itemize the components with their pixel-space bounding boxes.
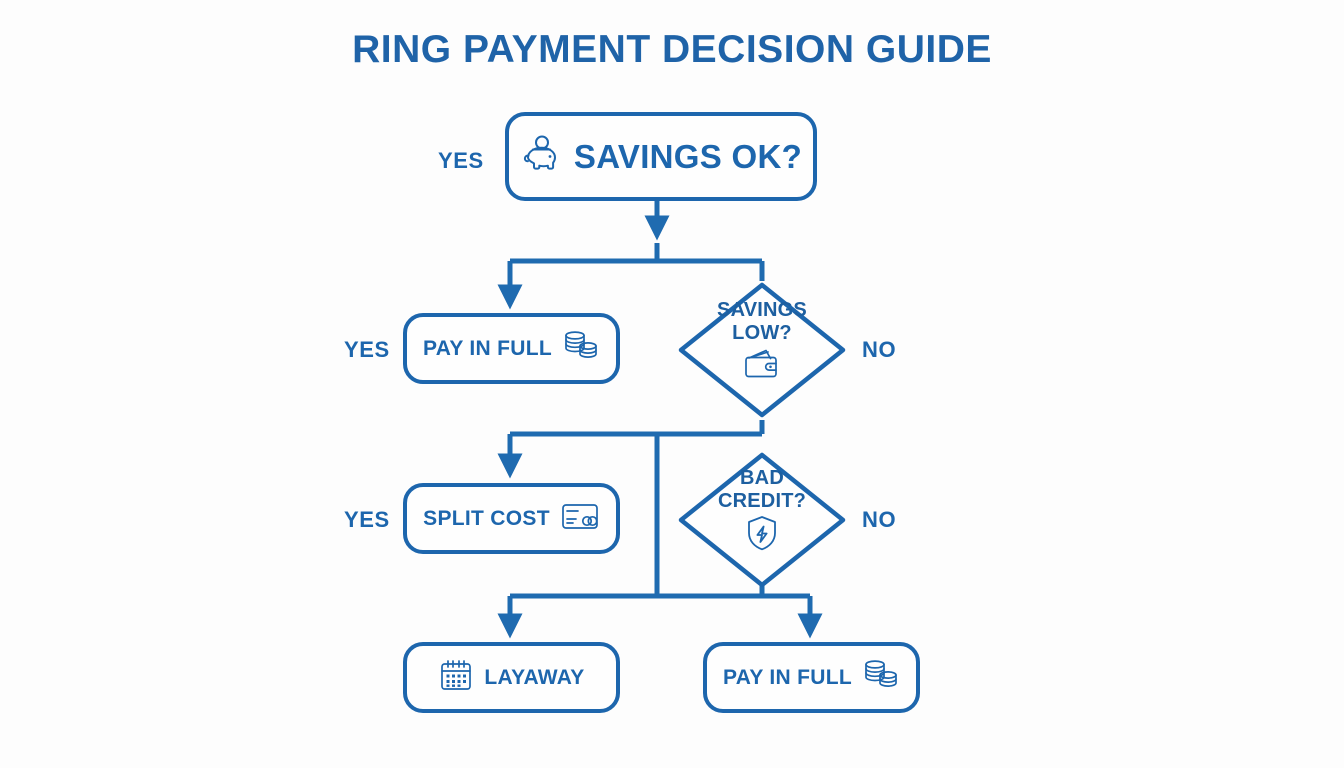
node-label-savings-ok: SAVINGS OK? [573, 137, 803, 175]
coin-stack-icon [562, 329, 600, 368]
coin-stack-icon [862, 658, 900, 697]
diamond-shape-savings-low [678, 282, 846, 418]
node-label-layaway: LAYAWAY [484, 665, 585, 689]
node-savings-low[interactable]: SAVINGS LOW? [676, 280, 848, 420]
node-split-cost[interactable]: SPLIT COST [403, 483, 620, 554]
node-label-pay-in-full-2: PAY IN FULL [723, 665, 852, 689]
diamond-shape-bad-credit [678, 452, 846, 588]
node-layaway[interactable]: LAYAWAY [403, 642, 620, 713]
node-pay-in-full-2[interactable]: PAY IN FULL [703, 642, 920, 713]
edge-label-no-row2: NO [862, 337, 897, 362]
edge-label-no-row3: NO [862, 507, 897, 532]
edge-label-yes-row2: YES [344, 337, 390, 362]
edge-label-yes-row3: YES [344, 507, 390, 532]
node-pay-in-full-1[interactable]: PAY IN FULL [403, 313, 620, 384]
calendar-icon [438, 657, 474, 698]
piggy-bank-icon [520, 134, 564, 179]
credit-card-icon [560, 501, 600, 536]
node-savings-ok[interactable]: SAVINGS OK? [505, 112, 817, 201]
node-bad-credit[interactable]: BAD CREDIT? [676, 450, 848, 590]
edge-label-yes-row1: YES [438, 148, 484, 173]
node-label-pay-in-full-1: PAY IN FULL [423, 336, 552, 360]
page-title: RING PAYMENT DECISION GUIDE [352, 28, 992, 71]
node-label-split-cost: SPLIT COST [423, 506, 550, 530]
